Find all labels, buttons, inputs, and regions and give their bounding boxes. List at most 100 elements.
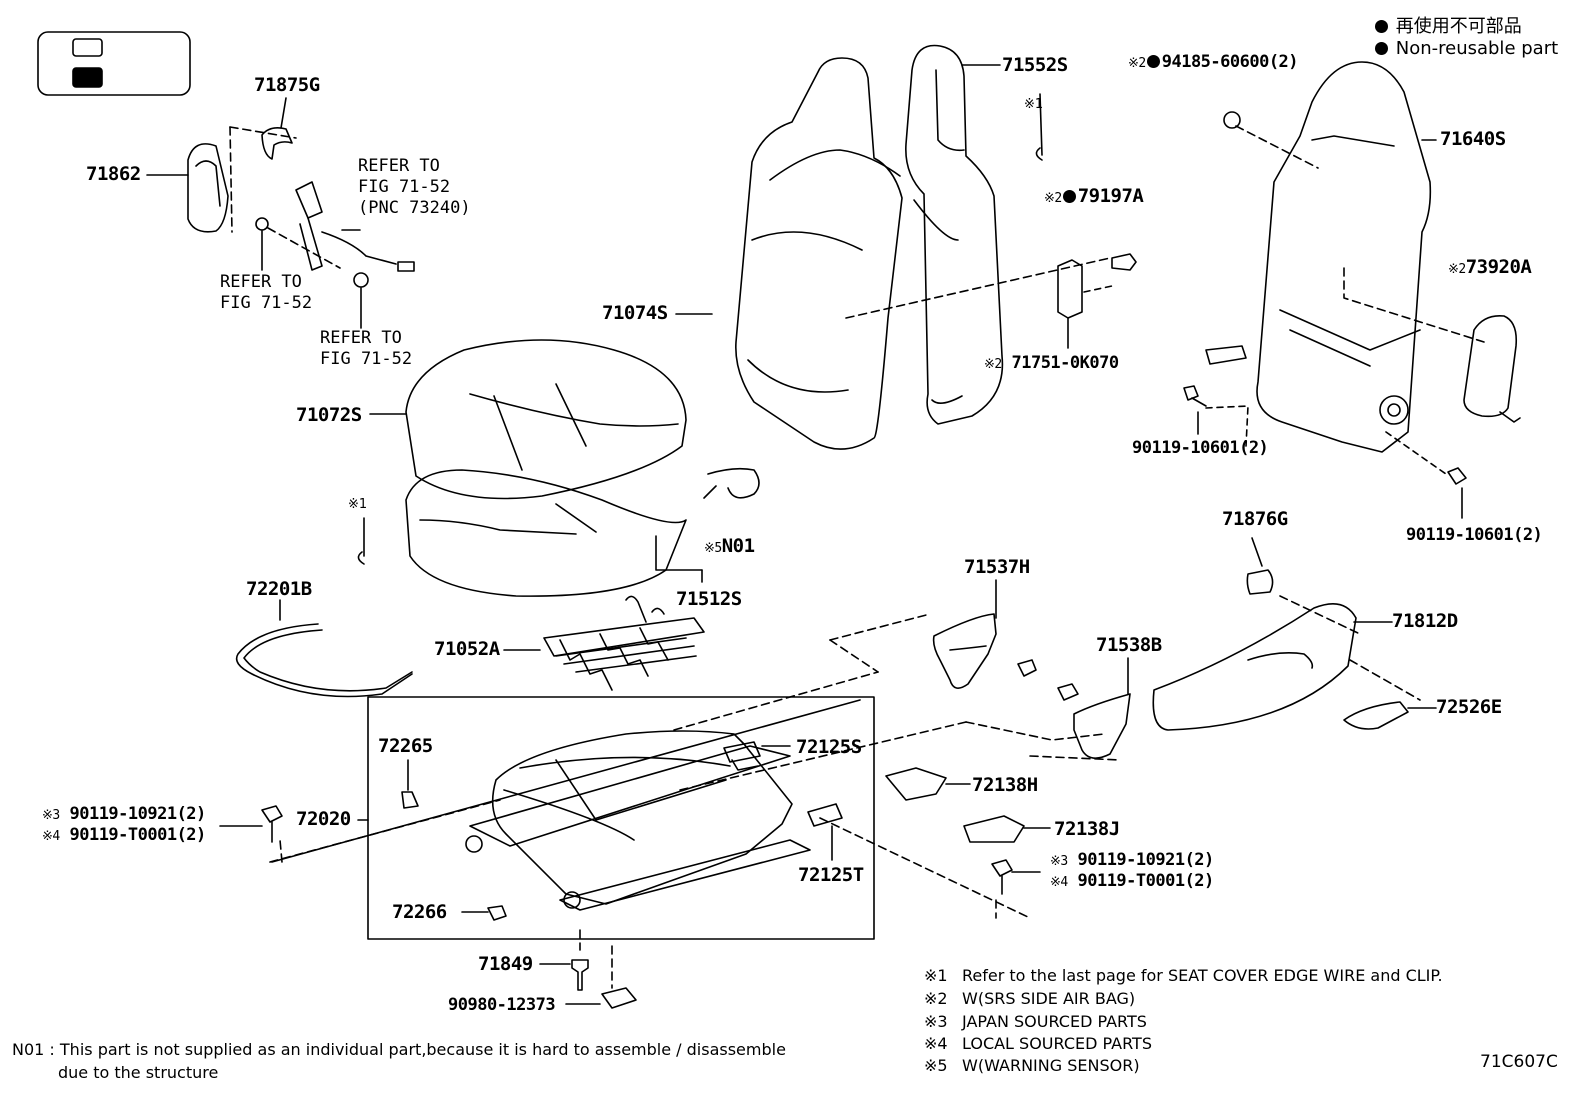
callout-72266: 72266 <box>392 901 447 923</box>
callout-71862: 71862 <box>86 163 141 185</box>
footnote-n01: N01 : This part is not supplied as an in… <box>12 1040 786 1059</box>
legend-jp: 再使用不可部品 <box>1395 16 1522 37</box>
refer-line-1: REFER TO <box>358 156 440 176</box>
part-90980-12373 <box>565 987 637 1009</box>
part-72526E <box>1343 701 1437 730</box>
callout-72020: 72020 <box>296 808 351 830</box>
legend-en: Non-reusable part <box>1395 38 1559 59</box>
callout-72526E: 72526E <box>1436 696 1502 718</box>
part-71512S <box>357 467 760 597</box>
part-71552S <box>905 44 1004 425</box>
note-item: ※4 LOCAL SOURCED PARTS <box>924 1034 1152 1053</box>
legend-row-jp: 再使用不可部品 <box>1374 12 1522 38</box>
callout-71052A: 71052A <box>434 638 500 660</box>
part-72125S <box>723 741 791 771</box>
callout-90119-10601-a: 90119-10601(2) <box>1132 438 1269 458</box>
non-reusable-dot-icon <box>1062 190 1076 203</box>
mark: ※2 <box>984 357 1002 372</box>
note-text: JAPAN SOURCED PARTS <box>962 1012 1147 1031</box>
part-number: 71751-0K070 <box>1011 353 1119 373</box>
refer-line-2: FIG 71-52 <box>220 293 313 313</box>
note-mark-1-left: ※1 <box>348 497 368 512</box>
part-71849 <box>539 959 589 991</box>
part-71072S <box>369 339 687 500</box>
part-71812D <box>1152 602 1393 731</box>
refer-line-3: (PNC 73240) <box>358 198 471 218</box>
mark: ※2 <box>1128 56 1146 71</box>
callout-72125S: 72125S <box>796 736 862 758</box>
callout-71552S: 71552S <box>1002 54 1068 76</box>
note-key: ※3 <box>924 1012 948 1031</box>
callout-90119-T0001-right: ※4 90119-T0001(2) <box>1050 873 1214 890</box>
callout-71812D: 71812D <box>1392 610 1458 632</box>
callout-N01: ※5N01 <box>704 537 755 556</box>
refer-line-2: FIG 71-52 <box>358 177 451 197</box>
part-bolt-90119-10921-right <box>991 859 1041 895</box>
part-number: 90119-T0001(2) <box>69 825 206 845</box>
callout-71074S: 71074S <box>602 302 668 324</box>
non-reusable-dot-icon <box>1146 55 1160 68</box>
part-bolt-90119-10921-left <box>219 805 283 843</box>
footnote-line-2: due to the structure <box>58 1063 219 1082</box>
part-number: 79197A <box>1077 185 1144 207</box>
refer-fig-71-52-a: REFER TO FIG 71-52 <box>220 272 312 314</box>
callout-72138H: 72138H <box>972 774 1038 796</box>
note-key: ※2 <box>924 989 948 1008</box>
callout-71849: 71849 <box>478 953 533 975</box>
part-71052A <box>503 595 705 691</box>
mark: ※2 <box>1448 262 1466 277</box>
part-72020 <box>357 696 875 940</box>
callout-73920A: ※273920A <box>1448 258 1532 277</box>
part-71751 <box>845 93 1137 349</box>
note-text: LOCAL SOURCED PARTS <box>962 1034 1152 1053</box>
note-text: Refer to the last page for SEAT COVER ED… <box>962 966 1443 985</box>
part-73920A <box>1343 267 1521 423</box>
part-72125T <box>807 803 843 861</box>
note-text: W(SRS SIDE AIR BAG) <box>962 989 1136 1008</box>
part-71875G <box>261 97 293 160</box>
part-71074S <box>675 57 903 450</box>
part-number: 90119-10921(2) <box>69 804 206 824</box>
callout-71640S: 71640S <box>1440 128 1506 150</box>
legend-row-en: Non-reusable part <box>1374 38 1558 59</box>
callout-71875G: 71875G <box>254 74 320 96</box>
mark: ※3 <box>42 808 60 823</box>
part-seatbelt-buckle <box>255 181 415 329</box>
note-item: ※3 JAPAN SOURCED PARTS <box>924 1012 1147 1031</box>
callout-72138J: 72138J <box>1054 818 1120 840</box>
mark: ※5 <box>704 541 722 556</box>
color-legend-box <box>37 31 191 96</box>
part-90119-10601 <box>1183 385 1467 519</box>
note-key: ※4 <box>924 1034 948 1053</box>
refer-line-1: REFER TO <box>320 328 402 348</box>
note-key: ※1 <box>924 966 948 985</box>
part-71640S <box>1205 61 1437 453</box>
non-reusable-dot-icon <box>1375 42 1388 55</box>
non-reusable-dot-icon <box>1375 20 1388 33</box>
part-number: 90119-10921(2) <box>1077 850 1214 870</box>
note-mark-1-top: ※1 <box>1024 97 1044 112</box>
figure-code: 71C607C <box>1480 1052 1558 1072</box>
mark: ※4 <box>42 829 60 844</box>
part-number: 90119-T0001(2) <box>1077 871 1214 891</box>
callout-71751-0K070: ※2 71751-0K070 <box>984 355 1119 372</box>
refer-line-1: REFER TO <box>220 272 302 292</box>
callout-90119-T0001-left: ※4 90119-T0001(2) <box>42 827 206 844</box>
callout-90119-10601-b: 90119-10601(2) <box>1406 525 1543 545</box>
note-item: ※2 W(SRS SIDE AIR BAG) <box>924 989 1135 1008</box>
callout-90119-10921-left: ※3 90119-10921(2) <box>42 806 206 823</box>
callout-72201B: 72201B <box>246 578 312 600</box>
part-71876G <box>1246 537 1274 595</box>
guide-lines <box>269 595 1421 989</box>
part-72138H <box>885 767 971 801</box>
callout-72125T: 72125T <box>798 864 864 886</box>
part-72265 <box>401 759 419 809</box>
part-71538B <box>1057 657 1131 759</box>
callout-72265: 72265 <box>378 735 433 757</box>
callout-71876G: 71876G <box>1222 508 1288 530</box>
part-71537H <box>932 579 1037 689</box>
